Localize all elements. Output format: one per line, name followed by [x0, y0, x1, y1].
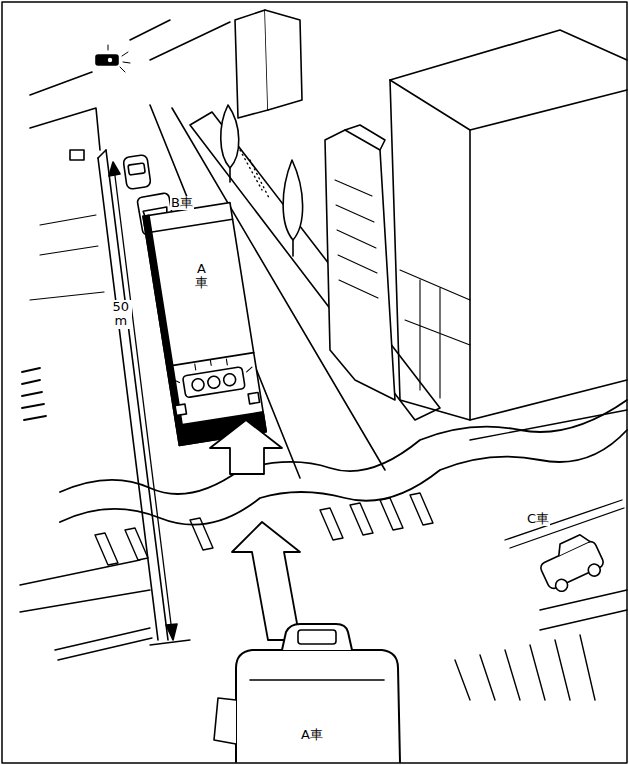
tail-lamp: [175, 404, 186, 415]
direction-arrow: [210, 420, 282, 474]
body-line: [250, 679, 384, 681]
signal-head: [96, 55, 118, 65]
crosswalk-stripe: [455, 635, 595, 700]
warning-lamp: [191, 378, 205, 392]
mirror: [214, 698, 236, 744]
wavy-cut: [60, 400, 627, 494]
crosswalk-stripe: [380, 498, 403, 530]
car-a-bus: [143, 202, 266, 445]
car-label: B車: [170, 196, 194, 210]
rear-window: [298, 630, 336, 644]
break-lines: [60, 400, 627, 525]
parked-car: [123, 154, 151, 189]
dimension-arrowhead: [109, 162, 120, 176]
curb-line: [30, 72, 92, 95]
car-label: A車: [300, 728, 324, 742]
car-c: [535, 531, 608, 596]
car-label: A車: [194, 262, 209, 291]
building-windows: [335, 180, 378, 298]
planting-dots: [240, 150, 270, 200]
stripe-marks: [22, 368, 46, 420]
car-a-rear: [214, 624, 400, 762]
cross-street: [30, 20, 230, 150]
side-line: [30, 215, 104, 300]
truck-cab: [282, 624, 352, 650]
crosswalk-stripe: [320, 508, 343, 540]
lane-marking: [55, 628, 152, 660]
wall-edge: [98, 150, 106, 158]
truck-body: [236, 650, 400, 762]
dimension-arrowhead: [166, 624, 177, 640]
crosswalk-stripe: [410, 493, 433, 525]
direction-arrow-long: [232, 522, 300, 640]
curb-line: [130, 20, 170, 40]
warning-lamp: [207, 375, 221, 389]
road-edge: [20, 560, 150, 612]
road-edge: [470, 410, 627, 440]
building-windows: [400, 270, 470, 398]
car-body: [123, 154, 151, 189]
building: [390, 80, 470, 420]
road-edge: [540, 590, 627, 630]
light-bar: [183, 367, 246, 398]
lamp-rays: [171, 353, 253, 383]
building: [265, 10, 302, 110]
building: [390, 30, 627, 80]
bus-body: [143, 202, 266, 445]
car-window: [128, 163, 145, 175]
direction-arrow: [232, 522, 300, 640]
crosswalk-stripe: [95, 533, 118, 565]
crosswalk-stripe: [350, 503, 373, 535]
wavy-cut: [60, 430, 627, 525]
car-label: 50 m: [110, 300, 132, 329]
traffic-light: [96, 45, 130, 72]
signal-lamp: [107, 57, 113, 63]
tree: [283, 160, 303, 256]
warning-lamp: [223, 373, 237, 387]
building-roof: [345, 125, 385, 150]
wheel: [554, 577, 570, 593]
tree-trunk: [292, 240, 294, 256]
building: [325, 130, 395, 400]
building: [235, 10, 268, 118]
buildings: [235, 10, 627, 420]
lane-marking: [505, 500, 624, 548]
crosswalk-stripe: [125, 528, 148, 560]
crosswalk-stripe: [190, 518, 213, 550]
light-rays: [108, 45, 130, 72]
wheel: [586, 562, 602, 578]
tree-crown: [221, 105, 239, 168]
curb-line: [150, 22, 230, 60]
tree-trunk: [229, 168, 231, 182]
building: [390, 80, 627, 130]
tail-lamp: [248, 392, 259, 403]
car-cabin: [555, 532, 590, 555]
car-label: C車: [526, 512, 550, 526]
side-shadow: [143, 215, 182, 425]
building: [470, 130, 627, 420]
tree: [221, 105, 239, 182]
sign-box: [70, 150, 84, 160]
curb-line: [30, 108, 100, 150]
dimension-tick: [150, 640, 190, 645]
tree-crown: [283, 160, 303, 240]
